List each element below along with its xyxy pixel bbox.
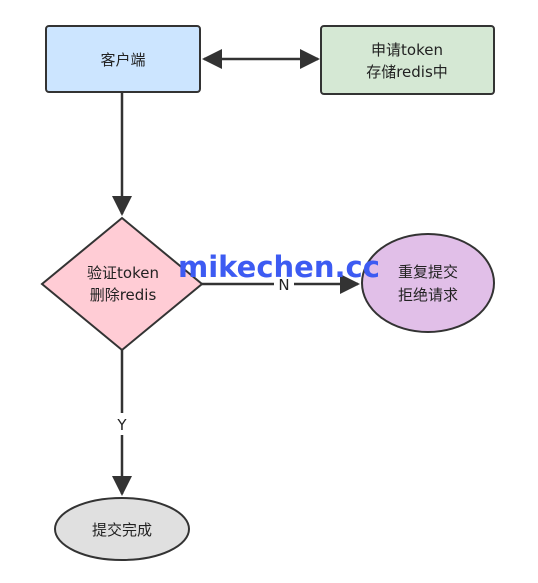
node-apply-line2: 存储redis中 <box>366 63 448 81</box>
node-done-label: 提交完成 <box>92 521 152 539</box>
node-apply-token <box>320 25 495 95</box>
node-reject <box>361 233 495 333</box>
node-verify-token <box>40 216 204 352</box>
watermark: mikechen.cc <box>178 250 380 284</box>
node-reject-line2: 拒绝请求 <box>398 286 458 304</box>
edge-label-bg <box>112 413 132 435</box>
node-done <box>54 497 190 561</box>
node-verify-line2: 删除redis <box>90 286 157 304</box>
node-reject-line1: 重复提交 <box>398 263 458 281</box>
edge-label-yes: Y <box>116 416 127 434</box>
edge-label-no: N <box>278 276 289 294</box>
edge-label-bg <box>274 274 294 294</box>
node-client <box>45 25 201 93</box>
node-client-label: 客户端 <box>100 51 145 69</box>
node-apply-line1: 申请token <box>371 41 443 59</box>
node-verify-line1: 验证token <box>87 264 159 282</box>
